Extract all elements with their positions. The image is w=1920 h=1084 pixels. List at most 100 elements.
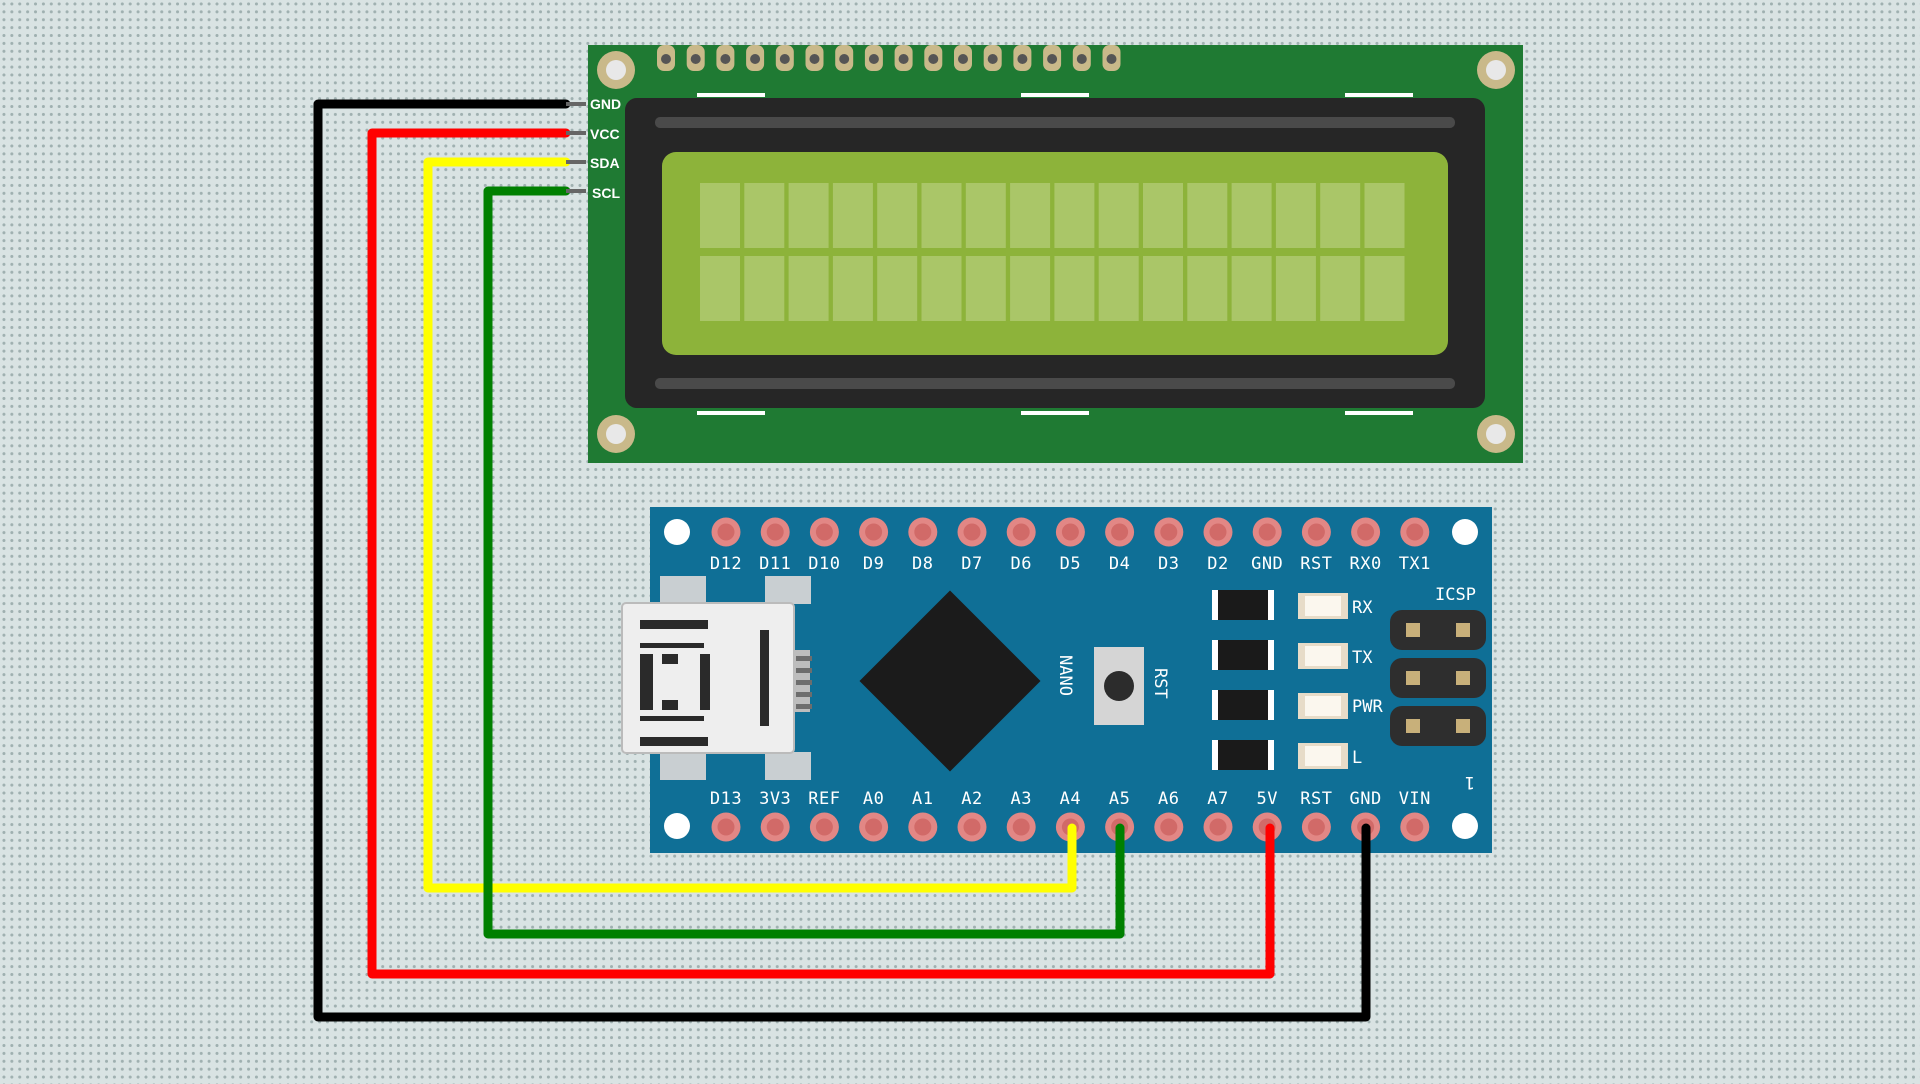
bottom-pin-rst[interactable] (1301, 812, 1331, 842)
led-rx (1298, 593, 1348, 619)
led-label-rx: RX (1352, 598, 1373, 618)
wire-leads (566, 102, 586, 193)
lcd-character-cell (744, 256, 785, 321)
lcd-character-cell (1364, 256, 1405, 321)
bottom-pin-label: RST (1300, 789, 1332, 809)
sda-wire[interactable] (423, 157, 1077, 893)
top-pin-d11[interactable] (760, 517, 790, 547)
top-pin-d12[interactable] (711, 517, 741, 547)
bottom-pin-label: A4 (1060, 789, 1081, 809)
top-pin-gnd[interactable] (1252, 517, 1282, 547)
microcontroller-chip (859, 590, 1041, 772)
lcd-character-cell (1320, 183, 1361, 248)
lcd-character-cell (1231, 183, 1272, 248)
top-pin-d5[interactable] (1055, 517, 1085, 547)
top-pin-label: D10 (808, 554, 840, 574)
top-pin-label: RX0 (1349, 554, 1381, 574)
top-pin-label: D3 (1158, 554, 1179, 574)
bottom-pin-label: A0 (863, 789, 884, 809)
top-pin-tx1[interactable] (1400, 517, 1430, 547)
scl-wire[interactable] (483, 186, 1125, 939)
bottom-pin-label: 3V3 (759, 789, 791, 809)
lcd-character-cell (1143, 256, 1183, 321)
icsp-header (1390, 610, 1486, 746)
top-pin-d7[interactable] (957, 517, 987, 547)
bottom-pin-a3[interactable] (1006, 812, 1036, 842)
bottom-pin-a6[interactable] (1154, 812, 1184, 842)
lcd-character-cell (788, 183, 829, 248)
lcd-pin-label-scl: SCL (592, 185, 620, 201)
usb-port-icon (640, 620, 769, 746)
reset-button[interactable] (1094, 647, 1144, 725)
bottom-pin-a2[interactable] (957, 812, 987, 842)
bottom-pin-label: GND (1349, 789, 1381, 809)
top-pin-d9[interactable] (859, 517, 889, 547)
led-tx (1298, 643, 1348, 669)
lcd-header-pin (954, 45, 972, 71)
lcd-header-pin (924, 45, 943, 71)
lcd-character-cell (1231, 256, 1272, 321)
lcd-character-cell (877, 183, 918, 248)
bottom-pin-label: REF (808, 789, 840, 809)
top-pin-d2[interactable] (1203, 517, 1233, 547)
lcd-character-cells (700, 183, 1405, 321)
wires (313, 99, 1371, 1022)
bottom-pin-label: A2 (961, 789, 982, 809)
lcd-character-cell (1275, 183, 1316, 248)
led-l (1298, 743, 1348, 769)
bottom-pin-a1[interactable] (908, 812, 938, 842)
top-pin-label: D4 (1109, 554, 1130, 574)
lcd-header-pin (1072, 45, 1091, 71)
lcd-character-cell (700, 256, 740, 321)
lcd-character-cell (1187, 183, 1228, 248)
led-label-tx: TX (1352, 648, 1373, 668)
lcd-character-cell (877, 256, 918, 321)
lcd-header-pin (775, 45, 794, 71)
lcd-character-cell (921, 183, 962, 248)
lcd-character-cell (832, 183, 873, 248)
bottom-pin-d13[interactable] (711, 812, 741, 842)
top-pin-rst[interactable] (1301, 517, 1331, 547)
lcd-character-cell (700, 183, 740, 248)
top-pin-d4[interactable] (1105, 517, 1135, 547)
vcc-wire[interactable] (367, 128, 1275, 979)
lcd-pin-label-sda: SDA (590, 155, 620, 171)
top-pin-d6[interactable] (1006, 517, 1036, 547)
top-pin-label: D11 (759, 554, 791, 574)
lcd-header-pin (983, 45, 1002, 71)
bottom-pin-a7[interactable] (1203, 812, 1233, 842)
top-pin-d8[interactable] (908, 517, 938, 547)
lcd-mounting-holes (597, 51, 1515, 453)
lcd-header-pin (1102, 45, 1121, 71)
lcd-character-cell (1054, 183, 1095, 248)
top-pin-label: D7 (961, 554, 982, 574)
usb-connector (621, 576, 812, 780)
gnd-wire[interactable] (313, 99, 1371, 1022)
top-pin-label: D5 (1060, 554, 1081, 574)
lcd-character-cell (744, 183, 785, 248)
top-pin-d10[interactable] (809, 517, 839, 547)
bottom-pin-vin[interactable] (1400, 812, 1430, 842)
top-pin-label: RST (1300, 554, 1332, 574)
bottom-pin-3v3[interactable] (760, 812, 790, 842)
top-pin-rx0[interactable] (1351, 517, 1381, 547)
bottom-pin-label: A7 (1207, 789, 1228, 809)
bottom-pin-label: A1 (912, 789, 933, 809)
lcd-module: GND VCC SDA SCL (588, 45, 1523, 463)
bottom-pin-a0[interactable] (859, 812, 889, 842)
lcd-character-cell (1010, 256, 1051, 321)
lcd-header-pin (657, 45, 675, 71)
reset-button-label: RST (1150, 668, 1170, 699)
lcd-screen (662, 152, 1448, 355)
bottom-pin-label: D13 (710, 789, 742, 809)
smd-resistors (1212, 590, 1274, 770)
lcd-bezel-top-groove (655, 117, 1455, 128)
top-pin-d3[interactable] (1154, 517, 1184, 547)
led-label-pwr: PWR (1352, 697, 1383, 717)
bottom-pin-ref[interactable] (809, 812, 839, 842)
led-label-l: L (1352, 748, 1362, 768)
top-pin-label: D8 (912, 554, 933, 574)
